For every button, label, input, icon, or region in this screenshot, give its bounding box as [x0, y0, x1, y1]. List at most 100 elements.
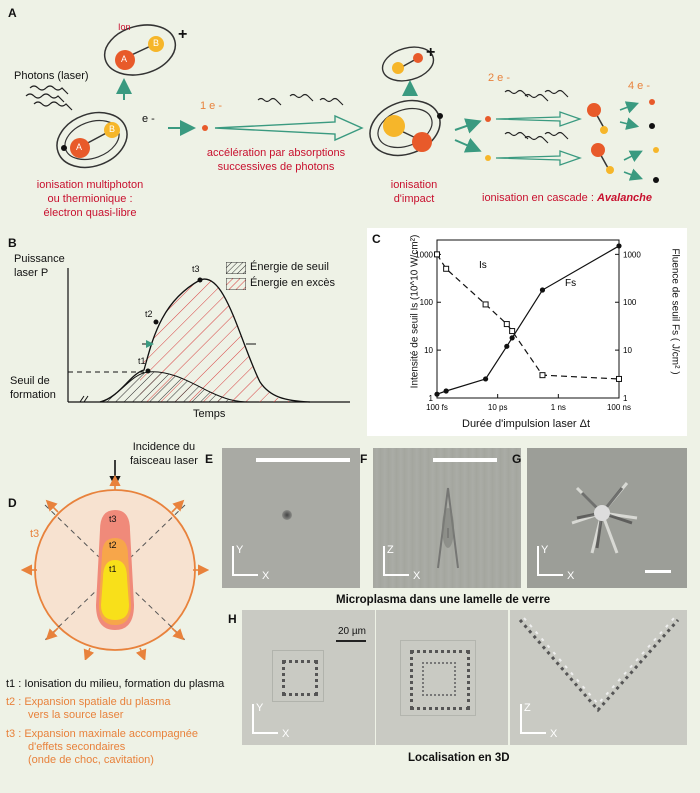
panel-c-letter: C	[372, 232, 381, 246]
g-axis-y: Y	[541, 544, 549, 556]
threshold-chart: 100 fs 10 ps 1 ns 100 ns 1000 100 10 1 1000 100 10…	[415, 239, 641, 412]
atom-b-label: B	[109, 124, 116, 134]
legend-excess-label: Énergie en excès	[250, 277, 335, 289]
g-axis-x: X	[567, 570, 575, 582]
ion-label: Ion	[118, 22, 131, 32]
legend-excess-swatch	[226, 278, 246, 290]
y-tick-label-left: 1000	[415, 250, 433, 259]
data-point-Fs	[443, 388, 449, 394]
panel-e-letter: E	[205, 452, 214, 466]
panel-f-letter: F	[360, 452, 368, 466]
legend-threshold-label: Énergie de seuil	[250, 261, 329, 273]
electron-label: e -	[142, 113, 155, 125]
t3-outer-label: t3	[30, 528, 40, 540]
data-point-Is	[482, 301, 489, 308]
y-tick-label-right: 10	[623, 346, 632, 355]
y-tick-label-left: 10	[424, 346, 433, 355]
data-point-Is	[503, 321, 510, 328]
scale-bar	[256, 458, 350, 462]
t1-label: t1	[138, 356, 146, 366]
f-axis-z: Z	[387, 544, 394, 556]
ion-plus: +	[178, 26, 188, 43]
series-line-Fs	[436, 245, 620, 395]
cascade-caption: ionisation en cascade : Avalanche	[482, 192, 652, 204]
e-axis-x: X	[262, 570, 270, 582]
time-axis-label: Temps	[193, 408, 226, 420]
y-tick-label-right: 100	[623, 298, 637, 307]
panel-a-diagram	[25, 24, 659, 183]
scale-20um: 20 µm	[338, 626, 366, 637]
power-axis-label: Puissance laser P	[14, 253, 65, 279]
h1-axis-x: X	[282, 728, 290, 740]
neutral-atom-icon	[56, 111, 128, 169]
y-tick-label-left: 1	[429, 394, 434, 403]
microscope-image-h1: Y X	[242, 610, 375, 745]
desc-t2: t2 : Expansion spatiale du plasma vers l…	[6, 696, 171, 721]
plasma-expansion-diagram	[20, 460, 210, 660]
t2-label: t2	[145, 309, 153, 319]
photons-label: Photons (laser)	[14, 70, 89, 82]
panel-b-letter: B	[8, 236, 17, 250]
data-point-Is	[616, 375, 622, 382]
small-ion-icon	[381, 46, 435, 82]
microscope-image-e: Y X	[222, 448, 360, 588]
desc-t3: t3 : Expansion maximale accompagnée d'ef…	[6, 728, 198, 766]
threshold-label: Seuil de formation	[10, 375, 56, 401]
panel-g-letter: G	[512, 452, 522, 466]
scale-bar-h	[336, 640, 366, 642]
multiphoton-ionisation-caption: ionisation multiphoton ou thermionique :…	[36, 179, 144, 219]
data-point-Fs	[504, 343, 510, 349]
y-tick-label-left: 100	[420, 298, 434, 307]
acceleration-caption: accélération par absorptions successives…	[206, 147, 346, 173]
ion-atom-a-label: A	[121, 54, 128, 64]
x-tick-label: 10 ps	[488, 403, 508, 412]
desc-t1: t1 : Ionisation du milieu, formation du …	[6, 678, 225, 690]
chart-xlabel: Durée d'impulsion laser Δt	[462, 418, 591, 430]
data-point-Is	[443, 265, 450, 272]
f-axis-x: X	[413, 570, 421, 582]
data-point-Is	[539, 372, 546, 379]
microscope-image-f: Z X	[373, 448, 521, 588]
h1-axis-y: Y	[256, 702, 264, 714]
x-tick-label: 100 fs	[426, 403, 448, 412]
data-point-Fs	[616, 243, 622, 249]
data-point-Fs	[509, 335, 515, 341]
chart-ylabel-left: Intensité de seuil Is (10^10 W/cm²)	[409, 234, 421, 389]
data-point-Fs	[482, 376, 489, 382]
d-t3-label: t3	[109, 514, 117, 524]
impact-atom-icon	[369, 99, 443, 157]
series-label-is: Is	[479, 260, 487, 271]
impact-caption: ionisation d'impact	[390, 179, 438, 205]
h3-axis-z: Z	[524, 702, 531, 714]
two-electrons-label: 2 e -	[488, 72, 511, 84]
y-tick-label-right: 1000	[623, 250, 641, 259]
panel-c-box	[367, 228, 687, 436]
small-ion-plus: +	[426, 44, 436, 61]
four-electrons-label: 4 e -	[628, 80, 651, 92]
chart-ylabel-right: Fluence de seuil Fs ( J/cm² )	[669, 248, 681, 375]
atom-a-label: A	[76, 142, 83, 152]
d-t2-label: t2	[109, 540, 117, 550]
panel-a-letter: A	[8, 6, 17, 20]
data-point-Fs	[434, 391, 440, 397]
caption-efg: Microplasma dans une lamelle de verre	[336, 594, 551, 606]
series-line-Is	[436, 254, 620, 380]
cascade-products-icon	[587, 99, 659, 183]
incidence-label: Incidence du faisceau laser	[130, 441, 198, 467]
h3-axis-x: X	[550, 728, 558, 740]
e-axis-y: Y	[236, 544, 244, 556]
scale-bar	[645, 570, 671, 573]
pulse-energy-plot	[67, 268, 350, 403]
one-electron-label: 1 e -	[200, 100, 223, 112]
series-label-fs: Fs	[565, 278, 576, 289]
microplasma-dot	[282, 510, 292, 520]
photon-waves-icon	[25, 85, 73, 111]
x-tick-label: 100 ns	[607, 403, 631, 412]
data-point-Is	[509, 328, 516, 335]
x-tick-label: 1 ns	[551, 403, 566, 412]
d-t1-label: t1	[109, 564, 117, 574]
t3-label: t3	[192, 264, 200, 274]
microscope-image-g: Y X	[527, 448, 687, 588]
scale-bar	[433, 458, 497, 462]
panel-d-letter: D	[8, 496, 17, 510]
